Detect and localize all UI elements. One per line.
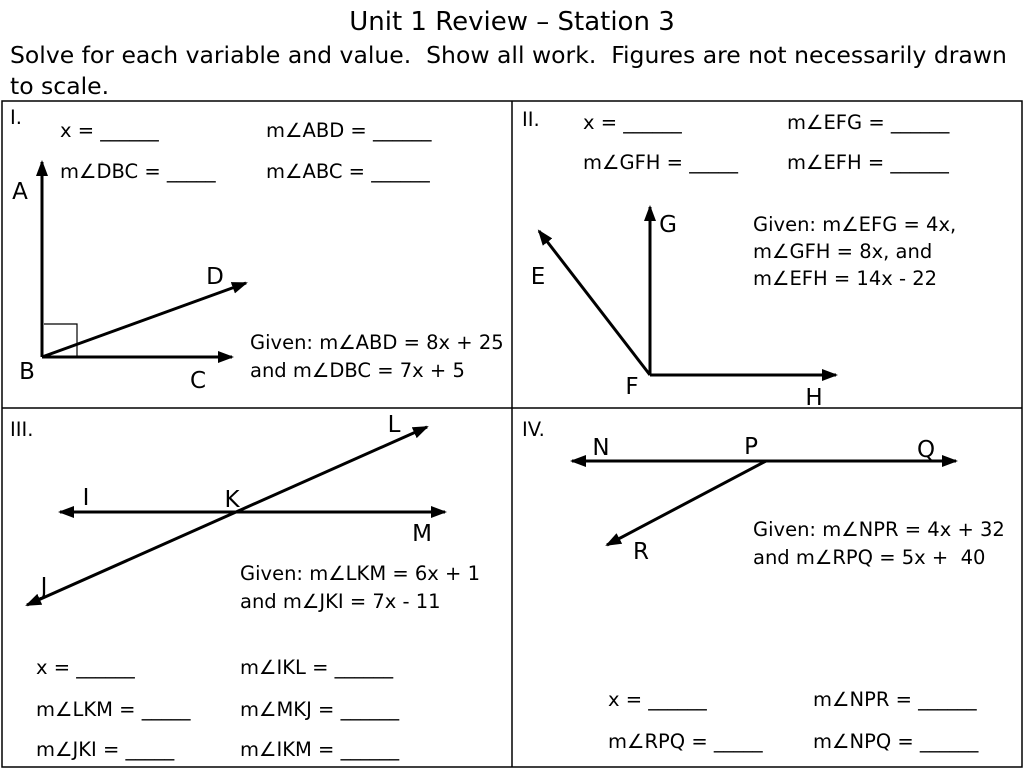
- ray-bd: [41, 281, 248, 359]
- point-label-i: I: [83, 485, 90, 511]
- problem-1-blank-abc: m∠ABC = ______: [266, 160, 430, 183]
- problem-4-given-line-2: and m∠RPQ = 5x + 40: [753, 546, 986, 569]
- problem-1-blank-abd: m∠ABD = ______: [266, 119, 432, 142]
- point-label-m: M: [412, 521, 432, 547]
- point-label-k: K: [224, 487, 240, 513]
- problem-3-given-line-1: Given: m∠LKM = 6x + 1: [240, 562, 480, 585]
- instructions: Solve for each variable and value. Show …: [10, 41, 1015, 100]
- problem-2-given-line-2: m∠GFH = 8x, and: [753, 240, 933, 263]
- problem-2-given-line-1: Given: m∠EFG = 4x,: [753, 213, 957, 236]
- right-angle-mark: [44, 323, 78, 357]
- problem-1-blank-x: x = ______: [60, 119, 159, 142]
- point-label-q: Q: [917, 437, 935, 463]
- point-label-j: J: [39, 574, 48, 600]
- figure-4: [570, 455, 958, 547]
- point-label-a: A: [12, 179, 28, 205]
- point-label-e: E: [531, 264, 546, 290]
- problem-2-blank-gfh: m∠GFH = _____: [583, 151, 738, 174]
- problem-4-blank-rpq: m∠RPQ = _____: [608, 730, 763, 753]
- problem-4-given-line-1: Given: m∠NPR = 4x + 32: [753, 518, 1005, 541]
- point-label-f: F: [625, 374, 638, 400]
- point-label-p: P: [744, 434, 758, 460]
- figure-2: [537, 205, 838, 381]
- problem-4-blank-npq: m∠NPQ = ______: [813, 730, 979, 753]
- problem-2-blank-efg: m∠EFG = ______: [787, 111, 950, 134]
- problem-3-given-line-2: and m∠JKI = 7x - 11: [240, 590, 441, 613]
- problem-3-blank-lkm: m∠LKM = _____: [36, 698, 191, 721]
- problem-2-blank-x: x = ______: [583, 111, 682, 134]
- problem-1-given-line-2: and m∠DBC = 7x + 5: [250, 359, 465, 382]
- ray-pr: [605, 459, 767, 547]
- point-label-b: B: [19, 359, 35, 385]
- problem-grid: [1, 100, 1023, 768]
- problem-2-number: II.: [522, 108, 540, 131]
- problem-3-blank-x: x = ______: [36, 656, 135, 679]
- figure-1: [36, 160, 248, 363]
- problem-1-number: I.: [10, 106, 22, 129]
- problem-1-blank-dbc: m∠DBC = _____: [60, 160, 216, 183]
- point-label-c: C: [190, 368, 206, 394]
- problem-3-blank-ikm: m∠IKM = ______: [240, 738, 400, 761]
- ray-fe: [537, 229, 652, 376]
- page-title: Unit 1 Review – Station 3: [349, 7, 675, 37]
- problem-4-blank-x: x = ______: [608, 688, 707, 711]
- problem-4-number: IV.: [522, 418, 545, 441]
- problem-1-given-line-1: Given: m∠ABD = 8x + 25: [250, 331, 504, 354]
- figure-3: [25, 425, 447, 607]
- problem-3-blank-jki: m∠JKI = _____: [36, 738, 175, 761]
- point-label-g: G: [659, 212, 677, 238]
- point-label-n: N: [592, 435, 609, 461]
- point-label-h: H: [805, 385, 822, 411]
- problem-3-blank-ikl: m∠IKL = ______: [240, 656, 394, 679]
- problem-3-blank-mkj: m∠MKJ = ______: [240, 698, 400, 721]
- problem-2-given-line-3: m∠EFH = 14x - 22: [753, 267, 938, 290]
- point-label-d: D: [206, 264, 224, 290]
- line-jl: [25, 425, 429, 607]
- point-label-l: L: [388, 412, 401, 438]
- problem-3-number: III.: [10, 418, 34, 441]
- problem-2-blank-efh: m∠EFH = ______: [787, 151, 949, 174]
- point-label-r: R: [633, 539, 649, 565]
- problem-4-blank-npr: m∠NPR = ______: [813, 688, 977, 711]
